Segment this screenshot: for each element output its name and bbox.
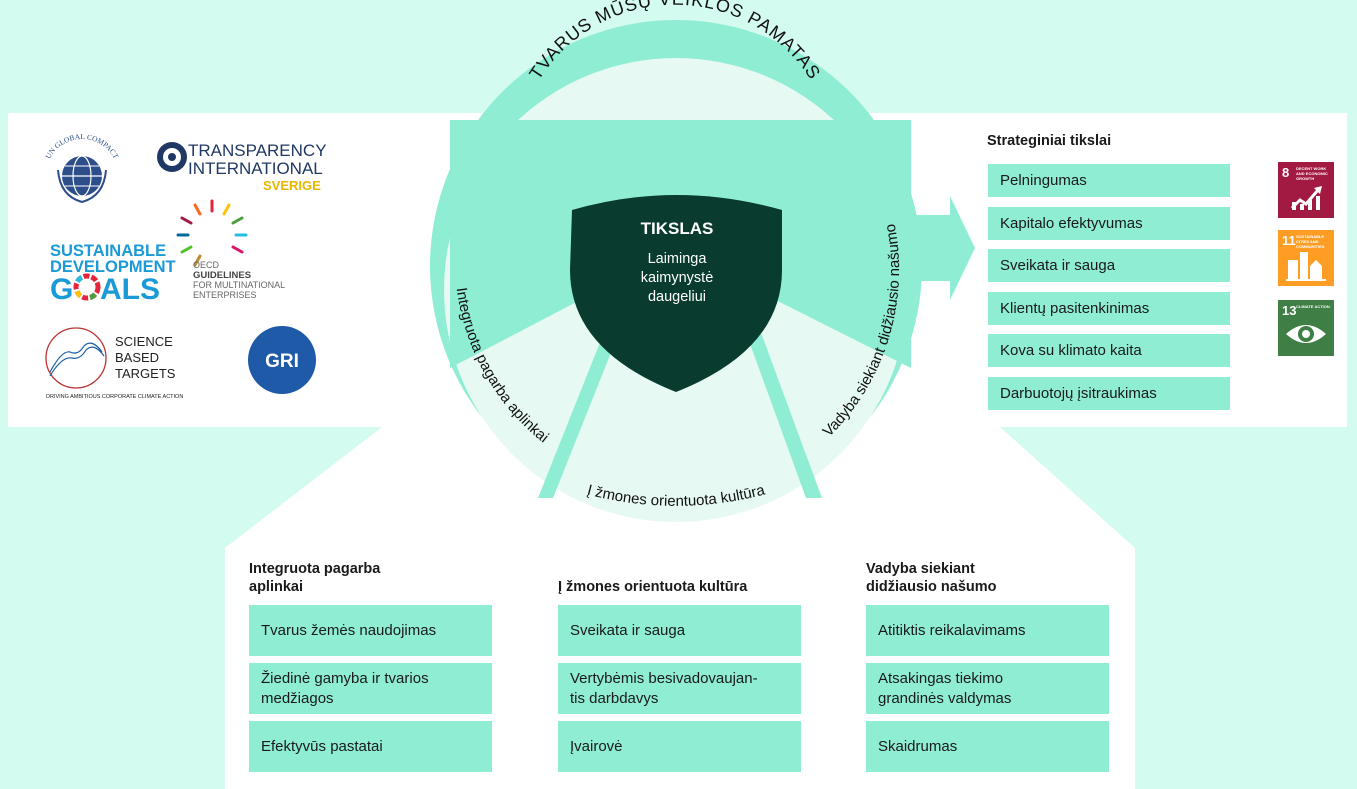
pillar-title: Vadyba siekiant bbox=[866, 561, 975, 577]
svg-text:DEVELOPMENT: DEVELOPMENT bbox=[50, 258, 176, 276]
pillar-item-line: Efektyvūs pastatai bbox=[261, 737, 383, 755]
svg-text:DRIVING AMBITIOUS CORPORATE CL: DRIVING AMBITIOUS CORPORATE CLIMATE ACTI… bbox=[46, 394, 183, 400]
sdg-logo: SUSTAINABLE DEVELOPMENT G ALS bbox=[50, 242, 176, 306]
sdg-label: CLIMATE ACTION bbox=[1296, 304, 1330, 309]
pillar-title: aplinkai bbox=[249, 579, 303, 595]
pillar-item-line: Tvarus žemės naudojimas bbox=[261, 621, 437, 639]
pillar-item: Efektyvūs pastatai bbox=[249, 721, 492, 772]
svg-text:SUSTAINABLE: SUSTAINABLE bbox=[50, 242, 166, 260]
transparency-international-logo: TRANSPARENCY INTERNATIONAL SVERIGE bbox=[157, 141, 327, 193]
oecd-guidelines-logo: OECD GUIDELINES FOR MULTINATIONAL ENTERP… bbox=[176, 199, 285, 300]
sdg-number: 11 bbox=[1282, 233, 1296, 248]
pillar-item-line: Atsakingas tiekimo bbox=[878, 669, 1004, 687]
center-line-1: Laiminga bbox=[648, 251, 708, 267]
pillar-item-line: Žiedinė gamyba ir tvarios bbox=[261, 669, 429, 687]
pillar-item-line: grandinės valdymas bbox=[878, 689, 1012, 707]
pillar-item: Atsakingas tiekimo grandinės valdymas bbox=[866, 663, 1109, 714]
center-title: TIKSLAS bbox=[641, 219, 714, 238]
svg-text:SCIENCE: SCIENCE bbox=[115, 334, 173, 349]
center-line-3: daugeliui bbox=[648, 289, 706, 305]
eye-globe-icon bbox=[1286, 325, 1326, 343]
pillar-item-line: Vertybėmis besivadovaujan- bbox=[570, 669, 758, 687]
sdg-label: DECENT WORK AND ECONOMIC GROWTH bbox=[1296, 166, 1328, 181]
svg-text:FOR MULTINATIONAL: FOR MULTINATIONAL bbox=[193, 280, 285, 290]
sdg-number: 13 bbox=[1282, 303, 1297, 318]
pillar-item: Atitiktis reikalavimams bbox=[866, 605, 1109, 656]
city-icon bbox=[1286, 252, 1326, 281]
pillar-item: Skaidrumas bbox=[866, 721, 1109, 772]
pillar-item-line: Įvairovė bbox=[570, 737, 623, 755]
svg-text:GUIDELINES: GUIDELINES bbox=[193, 270, 251, 281]
center-line-2: kaimynystė bbox=[641, 270, 714, 286]
pillar-item-line: Atitiktis reikalavimams bbox=[878, 621, 1026, 639]
pillar-title: Integruota pagarba bbox=[249, 561, 381, 577]
pillar-item-line: medžiagos bbox=[261, 689, 334, 707]
science-based-targets-logo: SCIENCE BASED TARGETS DRIVING AMBITIOUS … bbox=[45, 327, 183, 400]
svg-text:TARGETS: TARGETS bbox=[115, 366, 176, 381]
pillar-item-line: Sveikata ir sauga bbox=[570, 621, 686, 639]
strategic-goal-item: Kova su klimato kaita bbox=[988, 334, 1230, 368]
gri-logo: GRI bbox=[248, 326, 316, 394]
purpose-shield bbox=[570, 195, 782, 392]
sdg-goal-8-tile: 8 DECENT WORK AND ECONOMIC GROWTH bbox=[1278, 162, 1334, 218]
strategic-goal-item: Kapitalo efektyvumas bbox=[988, 206, 1230, 240]
sdg-number: 8 bbox=[1282, 165, 1290, 180]
svg-text:ENTERPRISES: ENTERPRISES bbox=[193, 290, 257, 300]
pillar-item: Įvairovė bbox=[558, 721, 801, 772]
strategic-goal-item: Sveikata ir sauga bbox=[988, 249, 1230, 283]
svg-text:TRANSPARENCY: TRANSPARENCY bbox=[188, 141, 327, 160]
svg-text:INTERNATIONAL: INTERNATIONAL bbox=[188, 159, 323, 178]
pillar-item-line: tis darbdavys bbox=[570, 689, 659, 707]
growth-chart-icon bbox=[1290, 186, 1322, 210]
pillar-item: Žiedinė gamyba ir tvarios medžiagos bbox=[249, 663, 492, 714]
svg-text:OECD: OECD bbox=[193, 260, 220, 270]
svg-text:ALS: ALS bbox=[100, 273, 160, 306]
pillar-item-line: Skaidrumas bbox=[878, 737, 958, 755]
svg-text:GRI: GRI bbox=[265, 351, 299, 372]
svg-text:G: G bbox=[50, 273, 73, 306]
pillar-title: didžiausio našumo bbox=[866, 579, 997, 595]
svg-text:SVERIGE: SVERIGE bbox=[263, 178, 321, 193]
strategic-goal-item: Klientų pasitenkinimas bbox=[988, 291, 1230, 325]
sdg-label: SUSTAINABLE CITIES AND COMMUNITIES bbox=[1296, 234, 1325, 249]
pillar-item: Sveikata ir sauga bbox=[558, 605, 801, 656]
pillar-title: Į žmones orientuota kultūra bbox=[558, 579, 748, 595]
pillar-item: Vertybėmis besivadovaujan-tis darbdavys bbox=[558, 663, 801, 714]
pillar-stripe-right bbox=[745, 330, 822, 498]
svg-text:BASED: BASED bbox=[115, 350, 159, 365]
strategic-goal-item: Pelningumas bbox=[988, 164, 1230, 197]
pillar-item: Tvarus žemės naudojimas bbox=[249, 605, 492, 656]
pillar-stripe-left bbox=[538, 330, 620, 498]
strategic-goal-item: Darbuotojų įsitraukimas bbox=[988, 377, 1230, 410]
strategic-goals-title: Strateginiai tikslai bbox=[987, 133, 1112, 149]
